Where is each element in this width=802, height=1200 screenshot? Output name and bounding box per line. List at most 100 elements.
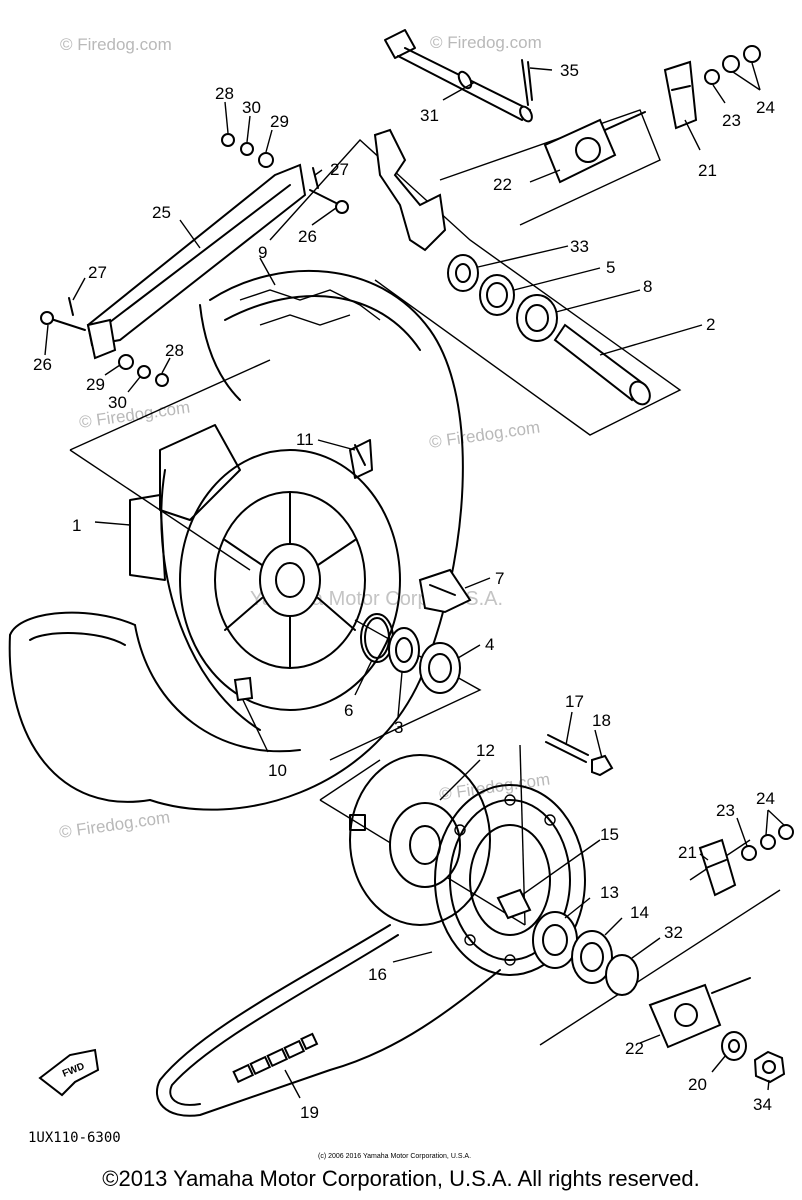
part-oil-seal-3 (388, 627, 420, 673)
callout-25: 25 (152, 203, 171, 222)
part-damper-7 (418, 568, 472, 614)
callout-8: 8 (643, 277, 652, 296)
callout-4: 4 (485, 635, 494, 654)
callout-34: 34 (753, 1095, 772, 1114)
watermark-text: © Firedog.com (58, 808, 171, 842)
callout-26-lower: 26 (33, 355, 52, 374)
tiny-copyright: (c) 2006 2016 Yamaha Motor Corporation, … (318, 1153, 471, 1160)
callout-27-upper: 27 (330, 160, 349, 179)
part-collar-15 (496, 888, 532, 920)
part-washer-30-upper (240, 142, 254, 156)
diagram-code: 1UX110-6300 (28, 1130, 121, 1146)
callout-22-upper: 22 (493, 175, 512, 194)
watermark-text: © Firedog.com (430, 33, 542, 52)
part-circlip-6 (360, 613, 394, 663)
callout-9: 9 (258, 243, 267, 262)
part-pin-27-lower (68, 297, 74, 316)
callout-3: 3 (394, 718, 403, 737)
callout-28-upper: 28 (215, 84, 234, 103)
callout-14: 14 (630, 903, 649, 922)
callout-6: 6 (344, 701, 353, 720)
callout-18: 18 (592, 711, 611, 730)
callout-numbers: 31 35 21 23 24 22 33 5 8 2 28 30 29 27 2… (33, 61, 775, 1122)
callout-26-upper: 26 (298, 227, 317, 246)
part-bolt-26-upper (309, 189, 349, 214)
part-washer-29-lower (118, 354, 134, 370)
callout-2: 2 (706, 315, 715, 334)
part-valve-cap-10 (233, 676, 254, 702)
part-adjuster-plate-22-upper (543, 111, 646, 184)
rear-wheel-parts-diagram: © Firedog.com © Firedog.com © Firedog.co… (8, 29, 794, 1160)
part-collar-33 (447, 254, 479, 292)
part-chain-puller-21-lower (698, 838, 737, 897)
part-oil-seal-5 (479, 274, 515, 316)
callout-19: 19 (300, 1103, 319, 1122)
callout-24-lower: 24 (756, 789, 775, 808)
part-stud-bolt-17 (545, 734, 589, 763)
part-brake-bracket (373, 128, 447, 252)
part-wheel-1 (129, 424, 401, 731)
part-nut-28-lower (155, 373, 169, 387)
part-nut-24-upper (722, 55, 740, 73)
part-bearing-8 (516, 294, 558, 342)
part-arm-25 (86, 163, 307, 360)
callout-11: 11 (296, 430, 314, 449)
callout-29-upper: 29 (270, 112, 289, 131)
part-bolt-26-lower (40, 311, 86, 331)
callout-21-lower: 21 (678, 843, 697, 862)
part-spacer-2 (553, 323, 651, 406)
callout-10: 10 (268, 761, 287, 780)
part-oil-seal-14 (571, 930, 613, 984)
part-washer-30-lower (137, 365, 151, 379)
exploded-view-guide-lines (69, 109, 781, 1046)
part-sprocket-16 (434, 784, 586, 976)
leader-lines (44, 62, 786, 1099)
callout-13: 13 (600, 883, 619, 902)
callout-35: 35 (560, 61, 579, 80)
part-tire-9 (8, 269, 464, 811)
part-nut-28-upper (221, 133, 235, 147)
part-valve-11 (354, 444, 366, 466)
part-chain-puller-21-upper (663, 60, 698, 130)
part-bearing-13 (532, 911, 578, 969)
watermark-text: © Firedog.com (428, 418, 541, 452)
callout-16: 16 (368, 965, 387, 984)
callout-23-lower: 23 (716, 801, 735, 820)
callout-27-lower: 27 (88, 263, 107, 282)
callout-22-lower: 22 (625, 1039, 644, 1058)
part-adjuster-plate-22-lower (648, 977, 751, 1049)
part-axle-nut-34 (753, 1050, 786, 1084)
callout-1: 1 (72, 516, 81, 535)
part-nut-24-lower-b (778, 824, 794, 840)
part-nut-23-lower (741, 845, 757, 861)
part-bearing-4 (419, 642, 461, 694)
callout-15: 15 (600, 825, 619, 844)
callout-5: 5 (606, 258, 615, 277)
callout-30-lower: 30 (108, 393, 127, 412)
part-pin-27-upper (312, 167, 319, 189)
part-collar-32 (605, 954, 639, 996)
fwd-direction-arrow: FWD (38, 1048, 100, 1097)
part-nut-23-upper (704, 69, 720, 85)
callout-12: 12 (476, 741, 495, 760)
callout-32: 32 (664, 923, 683, 942)
callout-24-upper: 24 (756, 98, 775, 117)
part-washer-29-upper (258, 152, 274, 168)
part-axle-31 (384, 29, 533, 123)
callout-20: 20 (688, 1075, 707, 1094)
callout-21-upper: 21 (698, 161, 717, 180)
part-nut-24-upper-b (743, 45, 761, 63)
part-nut-18 (591, 754, 614, 777)
callout-28-lower: 28 (165, 341, 184, 360)
part-washer-20 (721, 1031, 747, 1061)
callout-29-lower: 29 (86, 375, 105, 394)
callout-31: 31 (420, 106, 439, 125)
watermark-text: © Firedog.com (60, 35, 172, 54)
part-clutch-hub-12 (349, 754, 491, 926)
callout-17: 17 (565, 692, 584, 711)
callout-23-upper: 23 (722, 111, 741, 130)
part-drive-chain-19 (155, 924, 501, 1117)
part-nut-24-lower (760, 834, 776, 850)
callout-7: 7 (495, 569, 504, 588)
callout-30-upper: 30 (242, 98, 261, 117)
